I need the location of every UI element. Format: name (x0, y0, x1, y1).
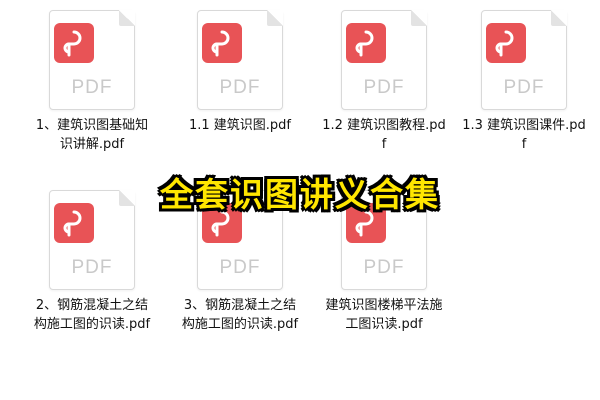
file-item[interactable]: PDF 1.3 建筑识图课件.pdf (456, 10, 592, 154)
file-name: 1.3 建筑识图课件.pdf (462, 118, 586, 152)
file-item[interactable]: PDF 建筑识图楼梯平法施工图识读.pdf (316, 190, 452, 334)
file-type-label: PDF (503, 77, 545, 98)
file-name: 2、钢筋混凝土之结构施工图的识读.pdf (33, 298, 151, 332)
file-name: 1.2 建筑识图教程.pdf (322, 118, 446, 152)
file-type-label: PDF (363, 77, 405, 98)
file-name: 3、钢筋混凝土之结构施工图的识读.pdf (181, 298, 299, 332)
pdf-file-icon: PDF (481, 10, 567, 110)
pdf-file-icon: PDF (49, 190, 135, 290)
file-item[interactable]: PDF 1.1 建筑识图.pdf (172, 10, 308, 135)
file-type-label: PDF (363, 257, 405, 278)
pdf-file-icon: PDF (197, 190, 283, 290)
pdf-file-icon: PDF (341, 190, 427, 290)
file-name: 1.1 建筑识图.pdf (188, 118, 292, 133)
file-item[interactable]: PDF 1、建筑识图基础知识讲解.pdf (24, 10, 160, 154)
title-banner: 全套识图讲义合集 (160, 175, 440, 214)
file-name: 1、建筑识图基础知识讲解.pdf (35, 118, 149, 152)
file-type-label: PDF (219, 257, 261, 278)
pdf-file-icon: PDF (49, 10, 135, 110)
file-type-label: PDF (71, 77, 113, 98)
pdf-file-icon: PDF (341, 10, 427, 110)
pdf-file-icon: PDF (197, 10, 283, 110)
file-name: 建筑识图楼梯平法施工图识读.pdf (325, 298, 443, 332)
file-type-label: PDF (71, 257, 113, 278)
file-type-label: PDF (219, 77, 261, 98)
file-item[interactable]: PDF 1.2 建筑识图教程.pdf (316, 10, 452, 154)
file-item[interactable]: PDF 2、钢筋混凝土之结构施工图的识读.pdf (24, 190, 160, 334)
file-item[interactable]: PDF 3、钢筋混凝土之结构施工图的识读.pdf (172, 190, 308, 334)
